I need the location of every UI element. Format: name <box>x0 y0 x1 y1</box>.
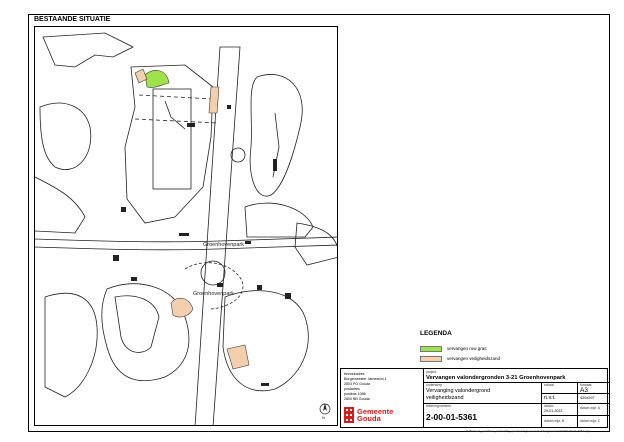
legend-swatch-grass <box>420 345 442 352</box>
dashed-circle <box>184 262 244 310</box>
drawing-sheet <box>28 14 610 432</box>
divider <box>577 382 578 427</box>
equipment-6 <box>131 277 137 281</box>
subject-label: onderwerp <box>426 383 443 387</box>
legend-item-safety-sand: vervangen veiligheidszand <box>420 355 600 362</box>
legend-label-sand: vervangen veiligheidszand <box>447 356 501 361</box>
legend-title: LEGENDA <box>420 330 452 337</box>
plot-right-middle <box>244 202 314 238</box>
divider <box>423 403 609 404</box>
bench-2 <box>261 383 269 386</box>
equipment-7 <box>285 293 291 299</box>
equipment-5 <box>113 255 119 261</box>
plot-right-edge <box>294 222 337 266</box>
revision-c-label: datum wijz. C <box>580 419 601 423</box>
format-label: formaat <box>580 383 592 387</box>
equipment-3 <box>245 241 251 244</box>
site-map: Groenhovenpark Groenhovenpark N <box>34 26 338 426</box>
plot-left-lower <box>35 176 86 234</box>
safety-sand-area-top-left <box>134 68 148 84</box>
organization-address: bezoekadres Burgemeester Jamessinl 1 280… <box>344 372 387 402</box>
divider <box>541 393 609 394</box>
equipment-10 <box>273 159 277 171</box>
address-line: Burgemeester Jamessinl 1 <box>344 377 387 381</box>
building-line <box>164 100 186 130</box>
plot-right-upper <box>249 74 303 197</box>
drawing-number-label: tekeningnummer <box>426 404 452 408</box>
address-line: 2800 BB Gouda <box>344 397 370 401</box>
address-line: postbus 1086 <box>344 392 366 396</box>
legend-swatch-sand <box>420 355 442 362</box>
address-line: bezoekadres <box>344 372 365 376</box>
title-block-organization: bezoekadres Burgemeester Jamessinl 1 280… <box>341 369 424 427</box>
project-label: project <box>426 370 437 374</box>
revision-a-label: datum wijz. A <box>580 406 600 410</box>
site-map-drawing <box>35 32 337 425</box>
safety-sand-area-bottom <box>226 344 250 370</box>
logo-mark-icon <box>344 407 354 423</box>
equipment-4 <box>121 207 126 212</box>
gouda-logo: Gemeente Gouda <box>344 407 393 423</box>
equipment-2 <box>217 283 223 287</box>
north-arrow-icon <box>323 403 327 411</box>
equipment-8 <box>257 285 262 290</box>
building-block <box>152 88 192 190</box>
equipment-9 <box>227 105 231 109</box>
subject-line2: veiligheidszand <box>426 395 464 401</box>
divider <box>423 382 609 383</box>
path-horizontal-bottom <box>35 244 337 251</box>
equipment-1 <box>187 123 195 127</box>
bench-1 <box>179 233 189 236</box>
revision-b-label: datum wijz. B <box>544 419 565 423</box>
central-circle <box>200 260 226 286</box>
dashed-line-top <box>138 94 214 100</box>
plot-lower-left-inner <box>114 295 160 353</box>
map-label-park: Groenhovenpark <box>203 242 244 248</box>
safety-sand-area-top-right <box>208 86 220 114</box>
divider <box>541 415 609 416</box>
legend-label-grass: vervangen ruw gras <box>447 346 487 351</box>
path-horizontal-top <box>35 236 337 243</box>
plot-left-green <box>39 102 92 170</box>
file-path: P:\Beheer\_openbare_ruimte\09_speelzand\… <box>466 429 591 433</box>
scale-value: n.v.t. <box>544 395 556 401</box>
plot-far-left <box>44 292 98 398</box>
north-letter: N <box>322 415 325 420</box>
legend-item-rough-grass: vervangen ruw gras <box>420 345 600 352</box>
format-value: A3 <box>580 387 588 394</box>
logo-text-line1: Gemeente <box>357 406 394 416</box>
subject-line1: Vervanging valondergrond <box>426 388 491 394</box>
round-feature <box>230 147 246 163</box>
plot-lower-left <box>101 283 190 382</box>
road-right <box>194 46 241 425</box>
divider <box>541 382 542 427</box>
plot-topleft <box>42 32 134 68</box>
building-surroundings <box>124 64 214 224</box>
address-line: 2803 PG Gouda <box>344 382 370 386</box>
title-block: bezoekadres Burgemeester Jamessinl 1 280… <box>340 368 609 428</box>
safety-sand-area-middle <box>170 297 194 318</box>
project-name: Vervangen valondergronden 3-21 Groenhove… <box>426 375 566 381</box>
rough-grass-area <box>144 70 170 88</box>
date-value: 29-01-2023 <box>544 409 563 413</box>
section-title: BESTAANDE SITUATIE <box>34 16 111 23</box>
plot-lower-right <box>222 290 309 391</box>
logo-text-line2: Gouda <box>357 414 381 423</box>
paper-size: 420x297 <box>580 396 595 400</box>
address-line: postadres <box>344 387 360 391</box>
map-label-park-2: Groenhovenpark <box>193 291 234 297</box>
date-label: datum <box>544 404 554 408</box>
drawing-number: 2-00-01-5361 <box>426 412 478 422</box>
scale-label: schaal <box>544 383 554 387</box>
legend: LEGENDA vervangen ruw gras vervangen vei… <box>420 330 600 365</box>
